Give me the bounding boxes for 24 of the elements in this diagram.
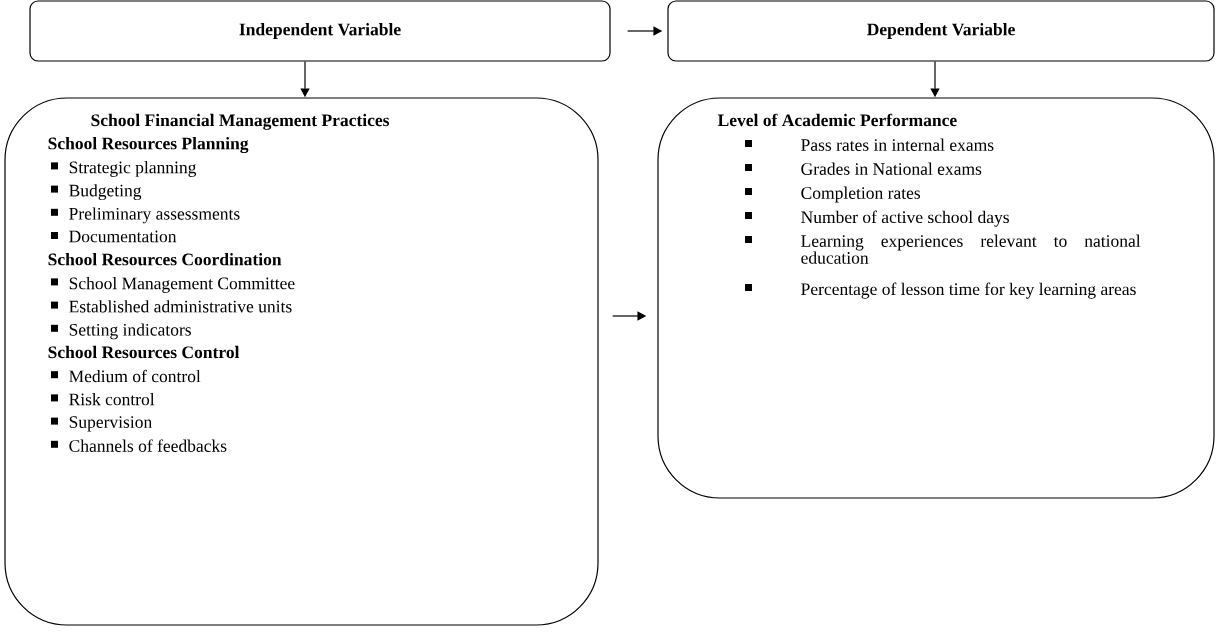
bullet-item: Preliminary assessments: [51, 207, 240, 224]
subheading: School Resources Planning: [48, 137, 249, 154]
bullet-item: Percentage of lesson time for key learning areas: [745, 282, 1136, 299]
bullet-item: Budgeting: [51, 184, 142, 201]
bullet-item: Channels of feedbacks: [51, 439, 227, 452]
bullet-item: Risk control: [51, 393, 155, 406]
heading: School Financial Management Practices: [91, 113, 390, 130]
bullet-item: Strategic planning: [51, 161, 197, 177]
bullet-item: Established administrative units: [51, 300, 292, 313]
variable-box: Dependent Variable: [667, 0, 1215, 62]
bullet-item: Supervision: [51, 416, 152, 432]
bullet-item: Grades in National exams: [745, 162, 982, 175]
bullet-item: Learning experiences relevant to national education: [745, 234, 1141, 264]
bullet-item: Number of active school days: [745, 210, 1009, 227]
bullet-item: Setting indicators: [51, 323, 191, 340]
bullet-item: School Management Committee: [51, 277, 295, 293]
bullet-item: Documentation: [51, 230, 177, 243]
bullet-item: Completion rates: [745, 186, 921, 203]
bullet-item: Medium of control: [51, 369, 201, 383]
heading: Level of Academic Performance: [717, 113, 957, 127]
subheading: School Resources Coordination: [48, 253, 282, 266]
subheading: School Resources Control: [48, 345, 240, 359]
bullet-item: Pass rates in internal exams: [745, 138, 994, 151]
variable-box: Independent Variable: [29, 0, 611, 62]
